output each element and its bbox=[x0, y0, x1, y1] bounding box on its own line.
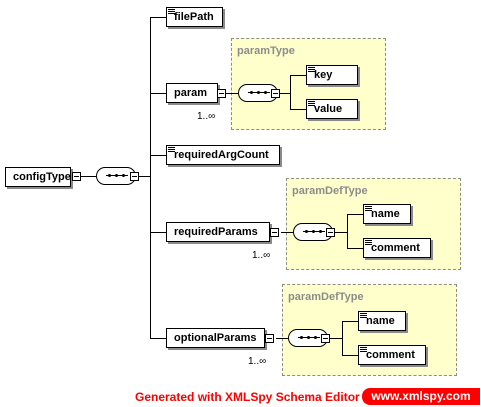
generated-by-label: Generated with XMLSpy Schema Editor bbox=[135, 390, 360, 404]
collapse-toggle[interactable] bbox=[217, 89, 226, 98]
collapse-toggle[interactable] bbox=[326, 228, 335, 237]
connector bbox=[347, 248, 363, 249]
cardinality-label: 1..∞ bbox=[197, 111, 216, 122]
connector bbox=[80, 176, 96, 177]
element-name[interactable]: name bbox=[363, 204, 411, 224]
connector bbox=[226, 93, 238, 94]
collapse-toggle[interactable] bbox=[270, 228, 279, 237]
collapse-toggle[interactable] bbox=[72, 172, 81, 181]
element-content-icon bbox=[365, 206, 372, 212]
element-content-icon bbox=[308, 101, 315, 107]
connector bbox=[276, 338, 288, 339]
collapse-toggle[interactable] bbox=[321, 334, 330, 343]
connector bbox=[347, 214, 363, 215]
connector bbox=[278, 93, 290, 94]
element-value[interactable]: value bbox=[306, 99, 358, 119]
connector bbox=[150, 155, 166, 156]
connector bbox=[290, 75, 291, 109]
connector bbox=[328, 338, 342, 339]
element-content-icon bbox=[360, 313, 367, 319]
connector bbox=[333, 232, 347, 233]
connector bbox=[342, 355, 358, 356]
required-paramdeftype-label: paramDefType bbox=[292, 185, 368, 197]
cardinality-label: 1..∞ bbox=[248, 356, 267, 367]
cardinality-label: 1..∞ bbox=[252, 250, 271, 261]
element-configtype[interactable]: configType bbox=[5, 167, 71, 187]
element-filepath[interactable]: filePath bbox=[166, 7, 223, 27]
element-content-icon bbox=[168, 9, 175, 15]
connector bbox=[150, 338, 166, 339]
connector bbox=[347, 214, 348, 248]
element-param[interactable]: param bbox=[166, 83, 221, 106]
collapse-toggle[interactable] bbox=[130, 172, 139, 181]
sequence-compositor[interactable] bbox=[96, 167, 136, 185]
connector bbox=[136, 176, 150, 177]
connector bbox=[342, 321, 358, 322]
element-content-icon bbox=[365, 240, 372, 246]
element-key[interactable]: key bbox=[306, 65, 358, 85]
element-content-icon bbox=[168, 147, 175, 153]
paramtype-label: paramType bbox=[237, 45, 295, 57]
xmlspy-link[interactable]: www.xmlspy.com bbox=[362, 388, 480, 405]
element-requiredargcount[interactable]: requiredArgCount bbox=[166, 145, 280, 165]
collapse-toggle[interactable] bbox=[271, 89, 280, 98]
connector bbox=[290, 75, 306, 76]
element-content-icon bbox=[360, 347, 367, 353]
connector bbox=[290, 109, 306, 110]
element-content-icon bbox=[308, 67, 315, 73]
connector bbox=[150, 17, 166, 18]
collapse-toggle[interactable] bbox=[265, 334, 274, 343]
connector bbox=[150, 232, 166, 233]
element-comment[interactable]: comment bbox=[363, 238, 431, 258]
connector bbox=[150, 93, 166, 94]
connector bbox=[150, 17, 151, 339]
connector bbox=[281, 232, 293, 233]
element-requiredparams[interactable]: requiredParams bbox=[166, 222, 273, 245]
optional-paramdeftype-label: paramDefType bbox=[288, 291, 364, 303]
connector bbox=[342, 321, 343, 355]
element-optionalparams[interactable]: optionalParams bbox=[166, 328, 268, 351]
element-comment[interactable]: comment bbox=[358, 345, 426, 365]
element-name[interactable]: name bbox=[358, 311, 406, 331]
